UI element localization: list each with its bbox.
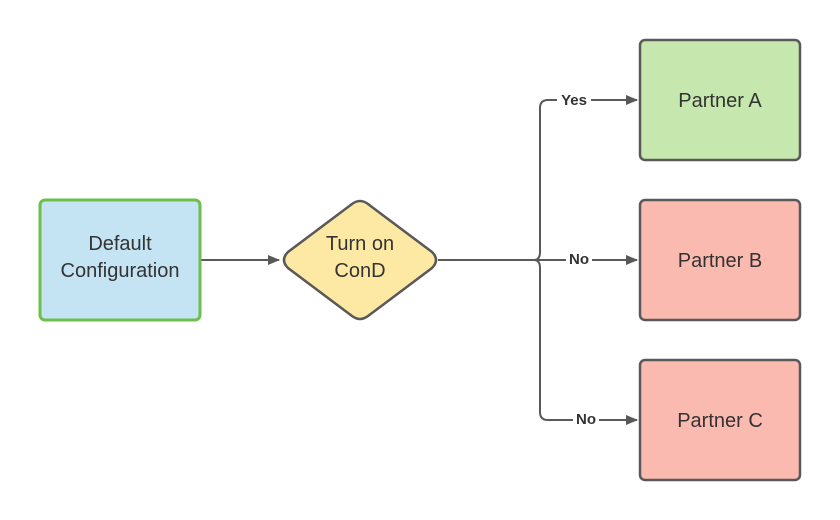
node-partner-b-box [638,198,802,322]
node-default-configuration-box [38,198,202,322]
node-partner-b[interactable]: Partner B [638,198,802,322]
no-c-label-bg [573,410,599,430]
edge-to-partner-a [533,95,638,261]
node-partner-b-label: Partner B [678,250,762,272]
node-partner-c[interactable]: Partner C [638,358,802,482]
node-partner-c-box [638,358,802,482]
node-default-configuration[interactable]: Default Configuration [38,198,202,322]
node-partner-c-label: Partner C [677,410,763,432]
edge-label-no-b: No [569,251,589,268]
node-partner-a[interactable]: Partner A [638,38,802,162]
edge-label-no-c: No [576,411,596,428]
no-b-label-bg [566,250,592,270]
node-decision-line1: Turn on [326,233,394,255]
node-default-configuration-line2: Configuration [61,260,180,282]
edge-to-partner-c [533,259,638,425]
node-partner-a-label: Partner A [678,90,762,112]
edge-label-yes: Yes [561,92,587,109]
node-partner-a-box [638,38,802,162]
node-default-configuration-line1: Default [88,233,152,255]
decision-diamond [282,199,438,321]
node-decision-line2: ConD [334,260,385,282]
yes-label-bg [557,90,591,110]
node-decision-turn-on-cond[interactable]: Turn on ConD [282,199,438,321]
